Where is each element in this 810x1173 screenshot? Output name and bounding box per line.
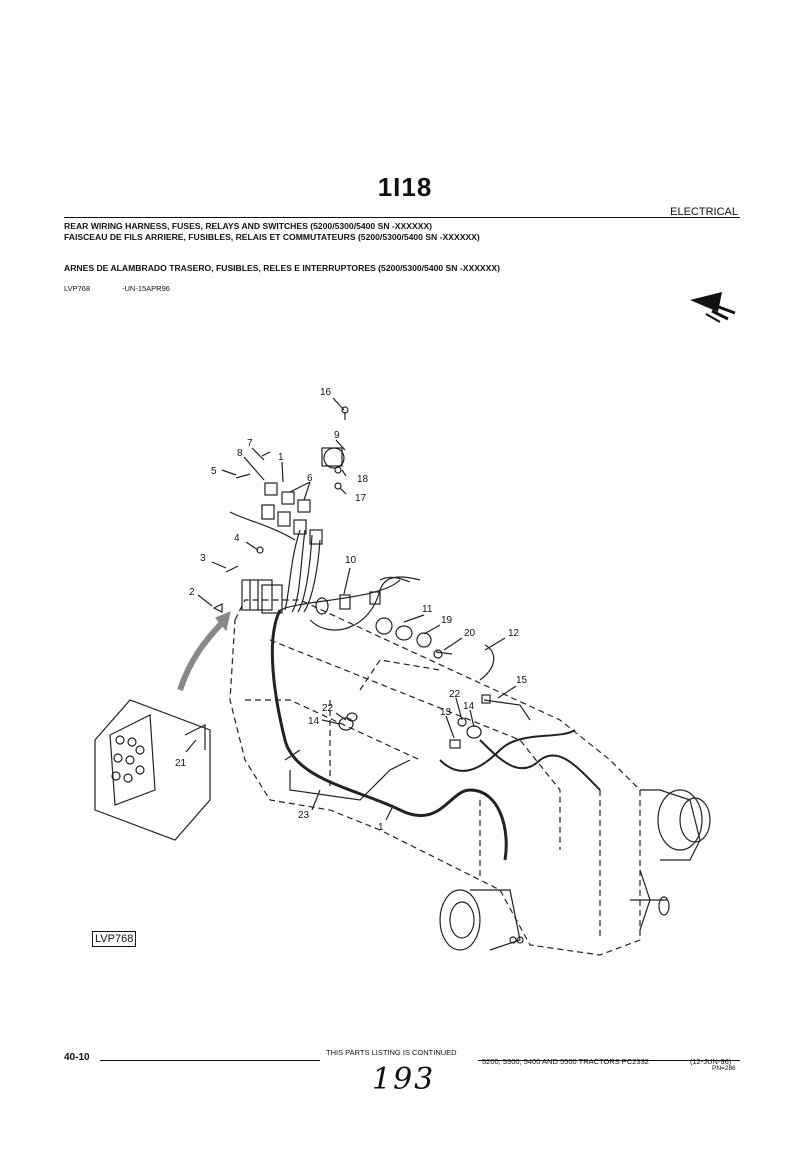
- callout-3: 3: [200, 553, 206, 564]
- callout-12: 12: [508, 628, 520, 639]
- header-rule: [64, 217, 740, 218]
- callout-13: 13: [440, 707, 452, 718]
- callout-16: 16: [320, 387, 332, 398]
- callout-7: 7: [247, 438, 253, 449]
- title-french: FAISCEAU DE FILS ARRIERE, FUSIBLES, RELA…: [64, 232, 480, 242]
- callout-17: 17: [355, 493, 367, 504]
- callout-15: 15: [516, 675, 528, 686]
- callout-14-left: 14: [308, 716, 320, 727]
- callout-1: 1: [278, 452, 284, 463]
- illustration-date: -UN-15APR96: [122, 284, 170, 293]
- footer-continued: THIS PARTS LISTING IS CONTINUED: [326, 1048, 457, 1057]
- callout-19: 19: [441, 615, 453, 626]
- footer-rule-right: [478, 1060, 740, 1061]
- title-spanish: ARNES DE ALAMBRADO TRASERO, FUSIBLES, RE…: [64, 263, 500, 273]
- front-arrow-icon: [690, 292, 736, 323]
- callout-21: 21: [175, 758, 187, 769]
- callout-4: 4: [234, 533, 240, 544]
- callout-1-lower: 1: [378, 822, 384, 833]
- callout-6: 6: [307, 473, 313, 484]
- title-english: REAR WIRING HARNESS, FUSES, RELAYS AND S…: [64, 221, 433, 231]
- footer-date: (12-JUN-96): [690, 1057, 732, 1066]
- page-code: 1I18: [377, 172, 433, 202]
- callout-18: 18: [357, 474, 369, 485]
- handwritten-number: 193: [372, 1062, 436, 1097]
- callout-9: 9: [334, 430, 340, 441]
- footer-page-number: 40-10: [64, 1052, 90, 1063]
- section-label: ELECTRICAL: [670, 206, 738, 218]
- callout-5: 5: [211, 466, 217, 477]
- callout-8: 8: [237, 448, 243, 459]
- illustration-code: LVP768: [64, 284, 91, 293]
- callout-2: 2: [189, 587, 195, 598]
- footer-rule-left: [100, 1060, 320, 1061]
- callout-10: 10: [345, 555, 357, 566]
- callout-22-right: 22: [449, 689, 461, 700]
- footer-tractors: 5200, 5300, 5400 AND 5500 TRACTORS PC233…: [482, 1057, 649, 1066]
- callout-22-left: 22: [322, 703, 334, 714]
- callout-20: 20: [464, 628, 476, 639]
- callout-14-right: 14: [463, 701, 475, 712]
- callout-11: 11: [422, 604, 433, 615]
- callout-23: 23: [298, 810, 310, 821]
- footer-pn: PN=286: [712, 1065, 736, 1072]
- illustration-boxed-code: LVP768: [92, 931, 137, 947]
